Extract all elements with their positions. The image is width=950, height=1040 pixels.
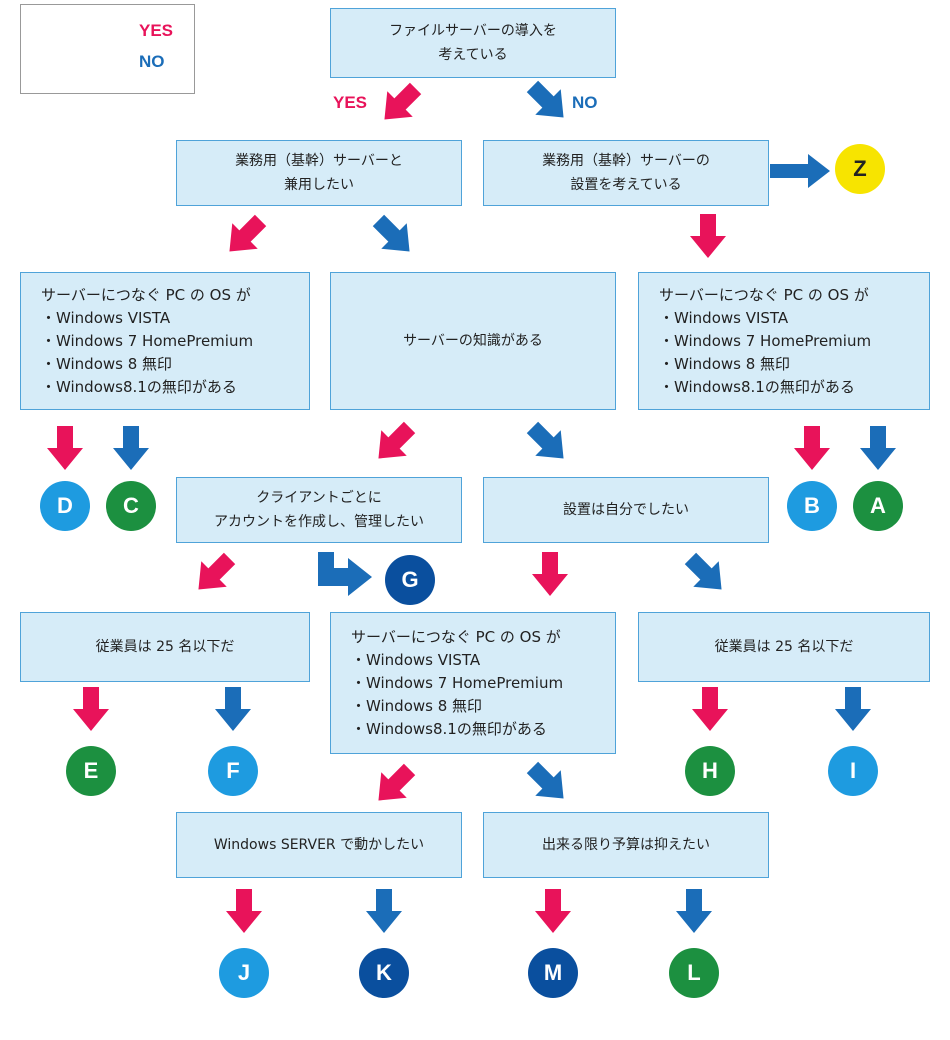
node-os-left: サーバーにつなぐ PC の OS が ・Windows VISTA ・Windo…	[20, 272, 310, 410]
result-d: D	[40, 481, 90, 531]
result-e: E	[66, 746, 116, 796]
arrow-no	[860, 426, 896, 470]
arrow-yes	[365, 414, 423, 472]
result-f: F	[208, 746, 258, 796]
arrow-no	[835, 687, 871, 731]
node-start: ファイルサーバーの導入を 考えている	[330, 8, 616, 78]
legend-no-label: NO	[139, 52, 165, 71]
arrow-no	[519, 754, 577, 812]
arrow-yes	[371, 75, 429, 133]
node-self-install: 設置は自分でしたい	[483, 477, 769, 543]
arrow-no	[365, 207, 423, 265]
result-k: K	[359, 948, 409, 998]
result-i: I	[828, 746, 878, 796]
result-l: L	[669, 948, 719, 998]
result-z: Z	[835, 144, 885, 194]
node-shared-server: 業務用（基幹）サーバーと 兼用したい	[176, 140, 462, 206]
node-os-right: サーバーにつなぐ PC の OS が ・Windows VISTA ・Windo…	[638, 272, 930, 410]
arrow-no	[113, 426, 149, 470]
result-a: A	[853, 481, 903, 531]
legend-yes-label: YES	[139, 21, 174, 40]
arrow-no	[677, 545, 735, 603]
node-employees-left: 従業員は 25 名以下だ	[20, 612, 310, 682]
yes-label: YES	[333, 93, 368, 112]
result-b: B	[787, 481, 837, 531]
arrow-yes	[532, 552, 568, 596]
arrow-yes	[690, 214, 726, 258]
arrow-no	[676, 889, 712, 933]
arrow-yes	[216, 207, 274, 265]
node-employees-right: 従業員は 25 名以下だ	[638, 612, 930, 682]
result-j: J	[219, 948, 269, 998]
arrow-no	[215, 687, 251, 731]
arrow-no	[366, 889, 402, 933]
arrow-yes	[185, 545, 243, 603]
no-label: NO	[572, 93, 598, 112]
arrow-yes	[226, 889, 262, 933]
node-accounts: クライアントごとに アカウントを作成し、管理したい	[176, 477, 462, 543]
node-install-core: 業務用（基幹）サーバーの 設置を考えている	[483, 140, 769, 206]
node-budget: 出来る限り予算は抑えたい	[483, 812, 769, 878]
arrow-yes	[692, 687, 728, 731]
arrow-no	[770, 154, 830, 188]
arrow-yes	[794, 426, 830, 470]
arrow-yes	[535, 889, 571, 933]
node-knowledge: サーバーの知識がある	[330, 272, 616, 410]
node-win-server: Windows SERVER で動かしたい	[176, 812, 462, 878]
arrow-no	[519, 73, 577, 131]
arrow-yes	[73, 687, 109, 731]
result-h: H	[685, 746, 735, 796]
result-c: C	[106, 481, 156, 531]
arrow-no	[318, 552, 372, 596]
arrow-yes	[365, 756, 423, 814]
arrow-no	[519, 414, 577, 472]
node-os-center: サーバーにつなぐ PC の OS が ・Windows VISTA ・Windo…	[330, 612, 616, 754]
arrow-yes	[47, 426, 83, 470]
legend: YES NO	[20, 4, 195, 94]
result-g: G	[385, 555, 435, 605]
result-m: M	[528, 948, 578, 998]
